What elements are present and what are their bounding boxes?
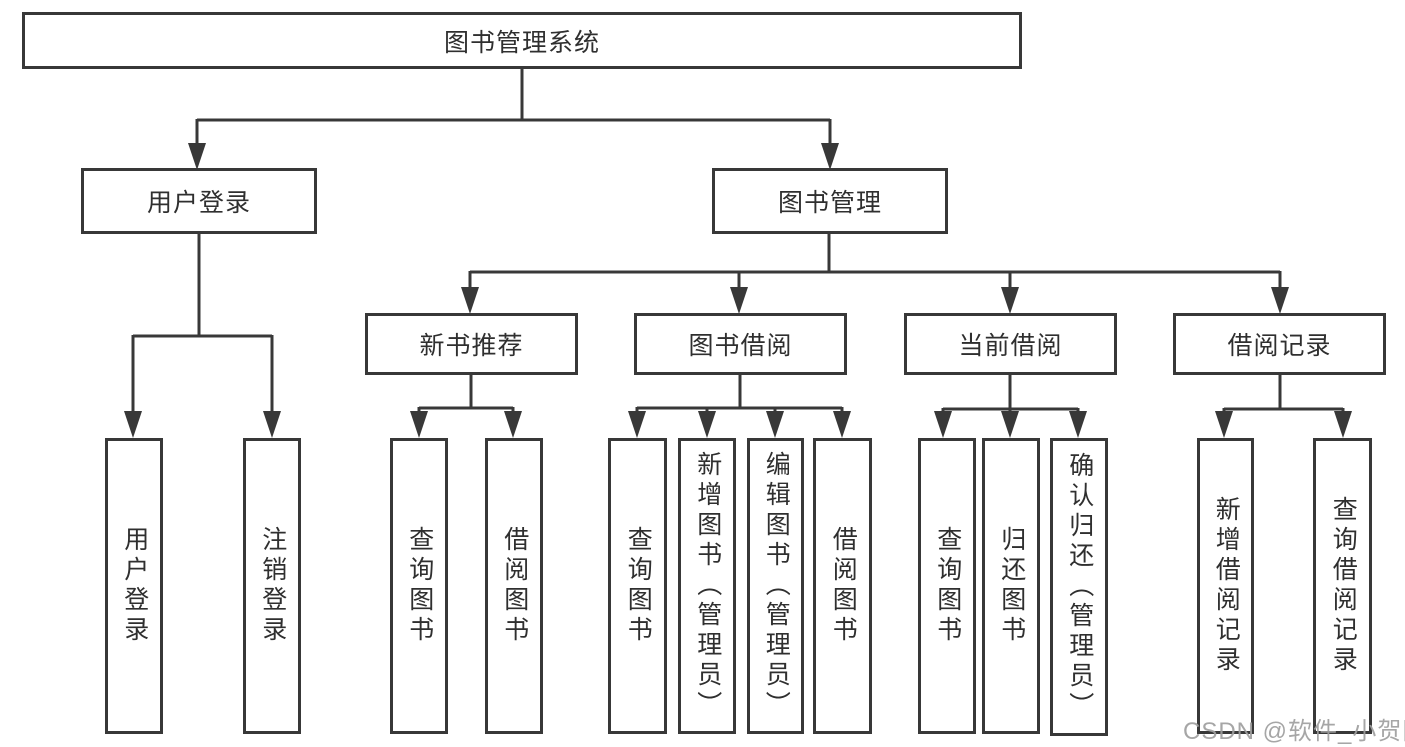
node-borrowing-records-label: 借阅记录 [1227,332,1332,360]
node-new-book-recommend: 新书推荐 [365,313,578,375]
leaf-user-login-label: 用户登录 [120,526,149,646]
node-current-borrowing: 当前借阅 [904,313,1117,375]
leaf-br-query-record-label: 查询借阅记录 [1329,496,1358,676]
node-borrowing-records: 借阅记录 [1173,313,1386,375]
leaf-nbr-query-books: 查询图书 [390,438,448,734]
leaf-cb-confirm-return-admin-label: 确认归还（管理员） [1065,452,1094,722]
leaf-br-add-record: 新增借阅记录 [1197,438,1254,734]
leaf-cb-query-books-label: 查询图书 [933,526,962,646]
node-root-label: 图书管理系统 [443,28,600,57]
node-user-login: 用户登录 [81,168,317,234]
node-new-book-recommend-label: 新书推荐 [419,332,524,360]
leaf-bb-add-books-admin-label: 新增图书（管理员） [693,451,722,721]
node-book-management: 图书管理 [712,168,948,234]
node-book-management-label: 图书管理 [777,189,882,217]
leaf-cb-return-books: 归还图书 [982,438,1040,734]
node-book-borrowing-label: 图书借阅 [688,332,793,360]
leaf-bb-edit-books-admin: 编辑图书（管理员） [747,438,804,734]
node-current-borrowing-label: 当前借阅 [958,332,1063,360]
leaf-user-login: 用户登录 [105,438,163,734]
leaf-bb-edit-books-admin-label: 编辑图书（管理员） [762,451,791,721]
leaf-bb-query-books: 查询图书 [608,438,667,734]
leaf-nbr-query-books-label: 查询图书 [405,526,434,646]
leaf-bb-borrow-books-label: 借阅图书 [829,526,858,646]
leaf-cb-query-books: 查询图书 [918,438,976,734]
csdn-watermark: CSDN @软件_小贺同学 [1183,718,1405,745]
leaf-bb-borrow-books: 借阅图书 [813,438,872,734]
leaf-br-add-record-label: 新增借阅记录 [1212,496,1241,676]
node-user-login-label: 用户登录 [146,189,251,217]
node-root: 图书管理系统 [22,12,1022,69]
leaf-cb-return-books-label: 归还图书 [997,526,1026,646]
leaf-bb-query-books-label: 查询图书 [624,526,653,646]
arrowheads [124,143,1352,438]
leaf-cb-confirm-return-admin: 确认归还（管理员） [1050,438,1108,736]
node-book-borrowing: 图书借阅 [634,313,847,375]
leaf-nbr-borrow-books-label: 借阅图书 [500,526,529,646]
leaf-br-query-record: 查询借阅记录 [1313,438,1372,734]
leaf-logout-label: 注销登录 [258,526,287,646]
leaf-bb-add-books-admin: 新增图书（管理员） [678,438,736,734]
leaf-logout: 注销登录 [243,438,301,734]
leaf-nbr-borrow-books: 借阅图书 [485,438,543,734]
